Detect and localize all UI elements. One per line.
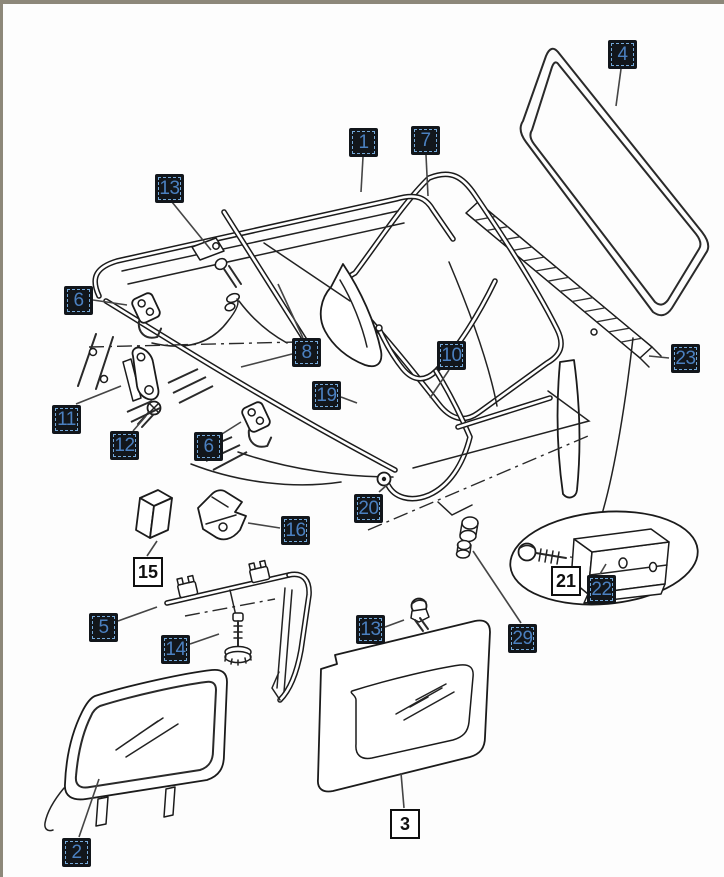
part-15-foam-block: [135, 489, 173, 539]
part-10-door-surround: [367, 278, 591, 531]
hinge-13: [191, 237, 225, 261]
callout-1[interactable]: 1: [349, 128, 378, 157]
part-29-washer-stack: [455, 516, 479, 559]
callout-6-front[interactable]: 6: [64, 286, 93, 315]
part-11-link-hardware: [77, 333, 248, 471]
part-6-clamp-rear: [241, 401, 273, 448]
callout-4[interactable]: 4: [608, 40, 637, 69]
callout-23[interactable]: 23: [671, 344, 700, 373]
callout-5[interactable]: 5: [89, 613, 118, 642]
callout-2[interactable]: 2: [62, 838, 91, 867]
callout-13-screw[interactable]: 13: [356, 615, 385, 644]
callout-8[interactable]: 8: [292, 338, 321, 367]
part-2-quarter-window: [44, 668, 228, 832]
callout-3: 3: [390, 809, 420, 839]
bolt-8: [214, 257, 242, 312]
part-16-bracket: [197, 489, 247, 541]
part-1-header-bow: [92, 193, 456, 347]
callout-7[interactable]: 7: [411, 126, 440, 155]
callout-29[interactable]: 29: [508, 624, 537, 653]
part-22-rail-bracket: [570, 528, 670, 604]
callout-21: 21: [551, 566, 581, 596]
callout-22[interactable]: 22: [587, 575, 616, 604]
part-3-quarter-panel: [317, 619, 491, 793]
part-13-screw: [410, 597, 430, 632]
callout-20[interactable]: 20: [354, 494, 383, 523]
frame-side-rail: [88, 209, 398, 486]
page-left-border: [0, 0, 3, 877]
callout-6-rear[interactable]: 6: [194, 432, 223, 461]
b-pillar-tube: [556, 359, 581, 499]
part-7-rear-bow: [319, 171, 564, 422]
callout-10[interactable]: 10: [437, 341, 466, 370]
page-top-border: [0, 0, 724, 4]
part-21-screw: [517, 542, 602, 565]
part-14-thumbscrew: [224, 612, 252, 666]
callout-13-top[interactable]: 13: [155, 174, 184, 203]
part-5-rail-assembly: [164, 559, 312, 703]
callout-11[interactable]: 11: [52, 405, 81, 434]
leader-lines: [75, 68, 670, 838]
part-23-retainer-strip: [465, 201, 662, 515]
callout-14[interactable]: 14: [161, 635, 190, 664]
callout-16[interactable]: 16: [281, 516, 310, 545]
part-4-window-seal: [519, 47, 710, 317]
part-6-clamp-front: [131, 292, 163, 339]
callout-12[interactable]: 12: [110, 431, 139, 460]
callout-19[interactable]: 19: [312, 381, 341, 410]
callout-15: 15: [133, 557, 163, 587]
